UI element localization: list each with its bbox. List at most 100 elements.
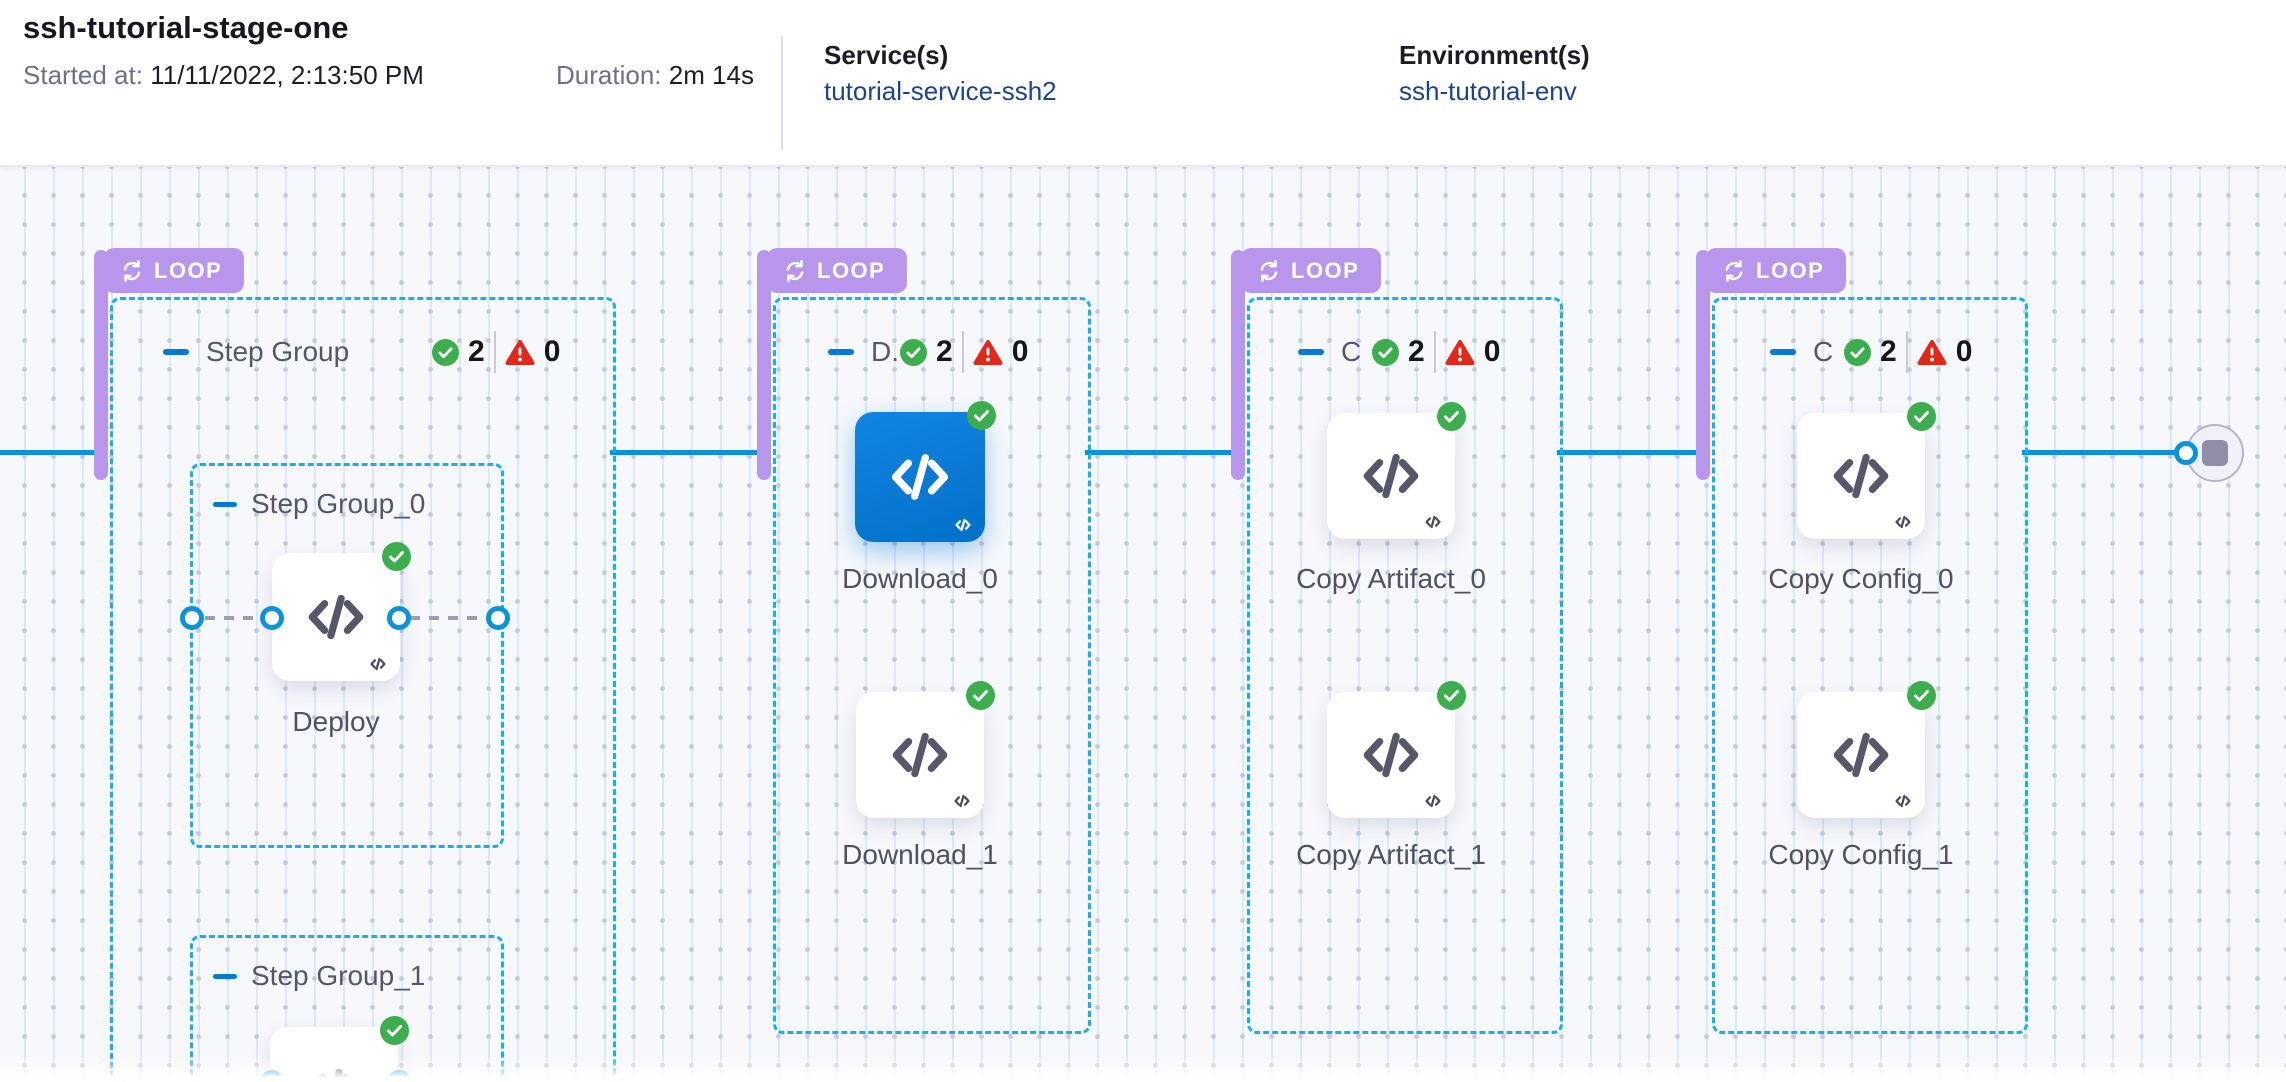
inner-step-group-box-1[interactable]: [190, 935, 504, 1082]
pipeline-canvas[interactable]: [0, 167, 2286, 1082]
group-status-counts: 2 0: [1844, 330, 1972, 374]
group-header: Step Group: [163, 332, 349, 372]
group-title: D.: [871, 336, 899, 367]
connector-line: [1557, 450, 1696, 455]
step-label: Copy Artifact_1: [1296, 839, 1486, 870]
count-divider: [961, 331, 964, 373]
services-label: Service(s): [824, 40, 949, 70]
connection-point[interactable]: [2174, 441, 2198, 465]
step-group-box-4[interactable]: [1712, 297, 2028, 1034]
bottom-fade: [0, 1056, 2286, 1082]
loop-badge-tail: [757, 250, 771, 480]
count-divider: [493, 331, 496, 373]
step-label: Copy Config_1: [1768, 839, 1954, 870]
inner-group-title: Step Group_0: [251, 488, 426, 519]
connection-point[interactable]: [486, 606, 510, 630]
group-header: D.: [828, 332, 899, 372]
step-type-glyph: [955, 518, 971, 532]
connector-line: [610, 450, 757, 455]
step-card[interactable]: [1797, 402, 1936, 539]
success-count: 2: [468, 335, 485, 368]
success-check-icon: [382, 542, 411, 571]
success-count: 2: [1880, 335, 1897, 368]
success-count: 2: [936, 335, 953, 368]
started-at: Started at: 11/11/2022, 2:13:50 PM: [23, 60, 424, 91]
group-status-counts: 2 0: [1372, 330, 1500, 374]
code-step-icon: [891, 454, 949, 500]
step-type-glyph: [954, 794, 970, 808]
duration-value: 2m 14s: [668, 60, 754, 90]
stop-square-icon: [2202, 440, 2228, 466]
loop-badge-tail: [94, 250, 108, 480]
stage-header: ssh-tutorial-stage-one Started at: 11/11…: [0, 0, 2286, 167]
step-label: Copy Artifact_0: [1296, 563, 1486, 594]
service-link[interactable]: tutorial-service-ssh2: [824, 76, 1057, 106]
environment-link[interactable]: ssh-tutorial-env: [1399, 76, 1577, 106]
success-check-icon: [967, 401, 996, 430]
group-header: C: [1770, 332, 1833, 372]
success-check-icon: [1907, 402, 1936, 431]
connection-point[interactable]: [180, 606, 204, 630]
loop-badge-label: LOOP: [1756, 257, 1825, 283]
success-check-icon: [1372, 338, 1399, 366]
dashed-connector: [205, 616, 259, 620]
group-title: C: [1341, 336, 1362, 367]
inner-step-group-box-0[interactable]: [190, 463, 504, 848]
collapse-minus-icon[interactable]: [213, 501, 237, 507]
loop-icon: [123, 259, 141, 282]
step-type-glyph: [1895, 515, 1911, 529]
step-card[interactable]: [856, 681, 995, 818]
step-card-selected[interactable]: [855, 401, 996, 542]
started-at-label: Started at:: [23, 60, 143, 90]
collapse-minus-icon[interactable]: [163, 349, 189, 355]
step-label: Copy Config_0: [1768, 563, 1954, 594]
step-card-deploy[interactable]: [272, 542, 411, 681]
step-group-box-3[interactable]: [1247, 297, 1563, 1034]
connector-line: [0, 450, 96, 455]
collapse-minus-icon[interactable]: [828, 349, 854, 355]
inner-group-header: Step Group_1: [213, 958, 425, 994]
step-type-glyph: [1895, 794, 1911, 808]
connector-line: [2022, 450, 2180, 455]
step-card[interactable]: [1797, 681, 1936, 818]
loop-badge-label: LOOP: [154, 257, 223, 283]
step-group-box-2[interactable]: [773, 297, 1091, 1034]
stage-title: ssh-tutorial-stage-one: [23, 10, 349, 45]
step-group-box-1[interactable]: [110, 297, 616, 1082]
success-check-icon: [966, 681, 995, 710]
dashed-connector: [410, 616, 485, 620]
inner-group-title: Step Group_1: [251, 960, 426, 991]
group-title: C: [1813, 336, 1834, 367]
duration-label: Duration:: [556, 60, 662, 90]
success-check-icon: [1437, 681, 1466, 710]
step-card[interactable]: [1327, 681, 1466, 818]
success-check-icon: [900, 338, 927, 366]
code-step-icon: [308, 594, 364, 640]
failed-count: 0: [1955, 335, 1973, 368]
loop-badge[interactable]: LOOP: [767, 248, 907, 293]
code-step-icon: [1833, 453, 1889, 499]
stage-end-node: [2186, 424, 2244, 482]
started-at-value: 11/11/2022, 2:13:50 PM: [150, 60, 424, 90]
loop-badge[interactable]: LOOP: [1241, 248, 1381, 293]
step-type-glyph: [370, 657, 386, 671]
failed-count: 0: [1483, 335, 1501, 368]
loop-badge[interactable]: LOOP: [104, 248, 244, 293]
step-label: Download_1: [842, 839, 998, 870]
collapse-minus-icon[interactable]: [213, 973, 237, 979]
code-step-icon: [1833, 732, 1889, 778]
connection-point[interactable]: [387, 606, 411, 630]
loop-badge-label: LOOP: [817, 257, 886, 283]
success-check-icon: [1437, 402, 1466, 431]
step-card[interactable]: [1327, 402, 1466, 539]
failed-warning-icon: [505, 339, 535, 365]
loop-badge[interactable]: LOOP: [1706, 248, 1846, 293]
collapse-minus-icon[interactable]: [1770, 349, 1796, 355]
duration: Duration: 2m 14s: [556, 60, 754, 91]
collapse-minus-icon[interactable]: [1298, 349, 1324, 355]
connection-point[interactable]: [260, 606, 284, 630]
failed-warning-icon: [973, 339, 1003, 365]
count-divider: [1905, 331, 1908, 373]
code-step-icon: [1363, 453, 1419, 499]
